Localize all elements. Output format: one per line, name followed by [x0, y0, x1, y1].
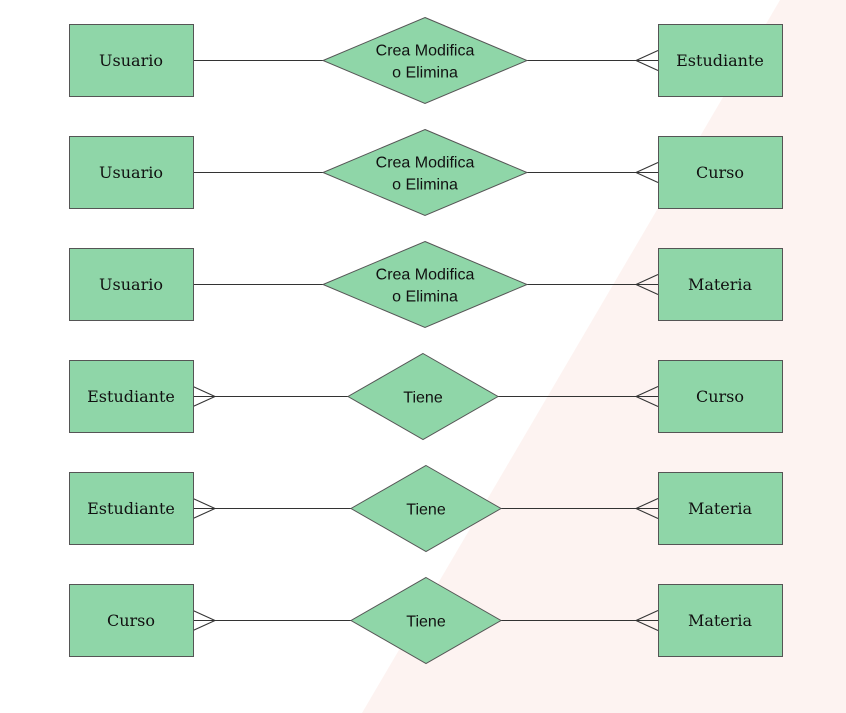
relationship-diamond[interactable]: Crea Modifica o Elimina [321, 128, 529, 217]
diamond-shape [321, 240, 529, 329]
left-crow-foot [192, 610, 216, 631]
entity-box [658, 24, 783, 97]
entity-label: Materia [688, 499, 753, 518]
relationship-label: o Elimina [392, 289, 458, 306]
crow-foot-tine [192, 386, 216, 397]
entity-box [658, 136, 783, 209]
entity-box [69, 248, 194, 321]
crow-foot-tine [635, 620, 659, 631]
crow-foot-tine [635, 60, 659, 71]
diamond-shape [321, 128, 529, 217]
entity-box [658, 472, 783, 545]
entity-label: Estudiante [87, 387, 175, 406]
relationship-diamond[interactable]: Crea Modifica o Elimina [321, 16, 529, 105]
crow-foot-tine [635, 172, 659, 183]
entity-box [69, 136, 194, 209]
relationship-label: Crea Modifica [376, 43, 475, 60]
diamond-shape [346, 352, 500, 441]
entity-box [69, 24, 194, 97]
left-crow-foot [192, 386, 216, 407]
crow-foot-tine [635, 396, 659, 407]
relationship-row: Crea Modifica o Elimina [193, 240, 658, 329]
left-entity[interactable]: Curso [69, 584, 194, 657]
relationship-diamond[interactable]: Tiene [349, 464, 503, 553]
crow-foot-tine [192, 610, 216, 621]
right-crow-foot [635, 498, 659, 519]
entity-label: Materia [688, 611, 753, 630]
entity-box [658, 584, 783, 657]
diamond-shape [349, 464, 503, 553]
entity-label: Materia [688, 275, 753, 294]
relationship-row: Tiene [193, 576, 658, 665]
crow-foot-tine [635, 162, 659, 173]
left-entity[interactable]: Estudiante [69, 360, 194, 433]
relationship-label: Crea Modifica [376, 155, 475, 172]
left-entity[interactable]: Usuario [69, 136, 194, 209]
entity-box [69, 472, 194, 545]
crow-foot-tine [192, 498, 216, 509]
entity-box [69, 360, 194, 433]
crow-foot-tine [192, 508, 216, 519]
crow-foot-tine [635, 610, 659, 621]
entity-label: Curso [696, 387, 744, 406]
relationship-label: o Elimina [392, 65, 458, 82]
right-entity[interactable]: Curso [658, 136, 783, 209]
right-crow-foot [635, 610, 659, 631]
entity-box [658, 360, 783, 433]
left-entity[interactable]: Estudiante [69, 472, 194, 545]
right-entity[interactable]: Materia [658, 248, 783, 321]
right-crow-foot [635, 386, 659, 407]
relationship-row: Tiene [193, 352, 658, 441]
relationship-row: Tiene [193, 464, 658, 553]
diamond-shape [349, 576, 503, 665]
entity-label: Usuario [99, 51, 163, 70]
crow-foot-tine [192, 620, 216, 631]
left-crow-foot [192, 498, 216, 519]
right-entity[interactable]: Materia [658, 472, 783, 545]
crow-foot-tine [635, 50, 659, 61]
relationship-label: Tiene [406, 502, 446, 519]
right-crow-foot [635, 162, 659, 183]
crow-foot-tine [635, 498, 659, 509]
crow-foot-tine [635, 284, 659, 295]
right-entity[interactable]: Estudiante [658, 24, 783, 97]
entity-label: Usuario [99, 163, 163, 182]
entity-box [658, 248, 783, 321]
entity-label: Usuario [99, 275, 163, 294]
crow-foot-tine [192, 396, 216, 407]
left-entity[interactable]: Usuario [69, 24, 194, 97]
right-crow-foot [635, 50, 659, 71]
entity-box [69, 584, 194, 657]
entity-label: Curso [696, 163, 744, 182]
relationship-diamond[interactable]: Tiene [346, 352, 500, 441]
relationship-diamond[interactable]: Crea Modifica o Elimina [321, 240, 529, 329]
relationship-label: o Elimina [392, 177, 458, 194]
right-entity[interactable]: Materia [658, 584, 783, 657]
relationship-row: Crea Modifica o Elimina [193, 16, 658, 105]
crow-foot-tine [635, 508, 659, 519]
left-entity[interactable]: Usuario [69, 248, 194, 321]
diamond-shape [321, 16, 529, 105]
relationship-label: Tiene [406, 614, 446, 631]
relationship-diamond[interactable]: Tiene [349, 576, 503, 665]
right-entity[interactable]: Curso [658, 360, 783, 433]
entity-label: Curso [107, 611, 155, 630]
relationship-label: Crea Modifica [376, 267, 475, 284]
crow-foot-tine [635, 274, 659, 285]
entity-label: Estudiante [87, 499, 175, 518]
right-crow-foot [635, 274, 659, 295]
entity-label: Estudiante [676, 51, 764, 70]
relationship-label: Tiene [403, 390, 443, 407]
crow-foot-tine [635, 386, 659, 397]
relationship-row: Crea Modifica o Elimina [193, 128, 658, 217]
